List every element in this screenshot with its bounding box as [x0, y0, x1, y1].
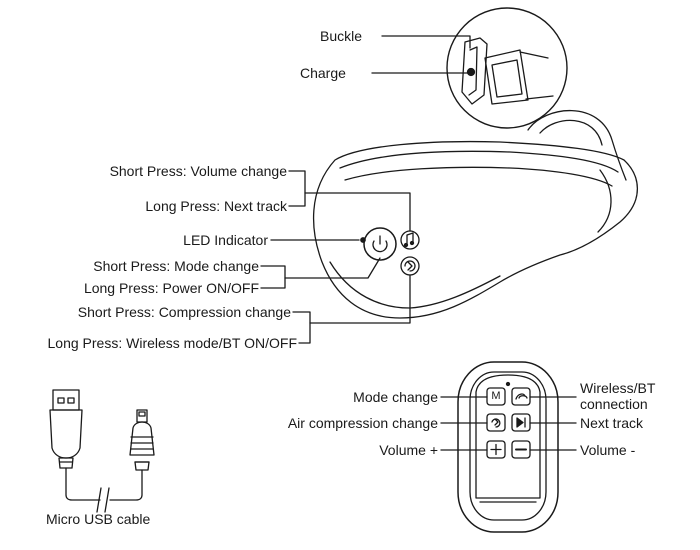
power-leader-line [284, 257, 381, 279]
remote-volume-down-label: Volume - [580, 442, 636, 458]
led-indicator-label: LED Indicator [183, 232, 268, 248]
remote-volume-up-button [486, 440, 506, 459]
buckle-leader-line [381, 35, 471, 49]
music-short-press-label: Short Press: Volume change [109, 163, 287, 179]
remote-volume-down-button [511, 440, 531, 459]
power-bracket [260, 265, 286, 289]
air-leader-line [309, 274, 411, 324]
remote-mode-button-glyph: M [491, 390, 501, 402]
buckle-detail-illustration [446, 7, 568, 129]
power-long-press-label: Long Press: Power ON/OFF [83, 280, 259, 296]
music-bracket [288, 170, 306, 207]
remote-volume-up-label: Volume + [379, 442, 438, 458]
music-long-press-label: Long Press: Next track [145, 198, 287, 214]
air-long-press-label: Long Press: Wireless mode/BT ON/OFF [47, 335, 297, 351]
remote-control-illustration [457, 361, 559, 533]
buckle-label: Buckle [320, 28, 363, 44]
air-short-press-label: Short Press: Compression change [77, 304, 291, 320]
charge-label: Charge [300, 65, 346, 81]
power-short-press-label: Short Press: Mode change [93, 258, 259, 274]
remote-air-compression-label: Air compression change [287, 415, 438, 431]
micro-usb-cable-illustration [49, 389, 155, 513]
power-button-illustration [363, 227, 397, 261]
music-leader-line [304, 192, 411, 232]
music-button-illustration [400, 230, 420, 250]
remote-wireless-button [511, 387, 531, 406]
remote-air-button [486, 413, 506, 432]
air-bracket [292, 311, 311, 344]
headset-illustration [312, 109, 638, 319]
led-indicator-dot [360, 237, 366, 243]
air-button-illustration [400, 256, 420, 276]
remote-wireless-label-line1: Wireless/BT [580, 380, 656, 396]
micro-usb-cable-label: Micro USB cable [46, 511, 151, 527]
remote-wireless-label-line2: connection [580, 396, 648, 412]
remote-next-track-label: Next track [580, 415, 644, 431]
remote-next-track-button [511, 413, 531, 432]
remote-mode-change-label: Mode change [353, 389, 438, 405]
